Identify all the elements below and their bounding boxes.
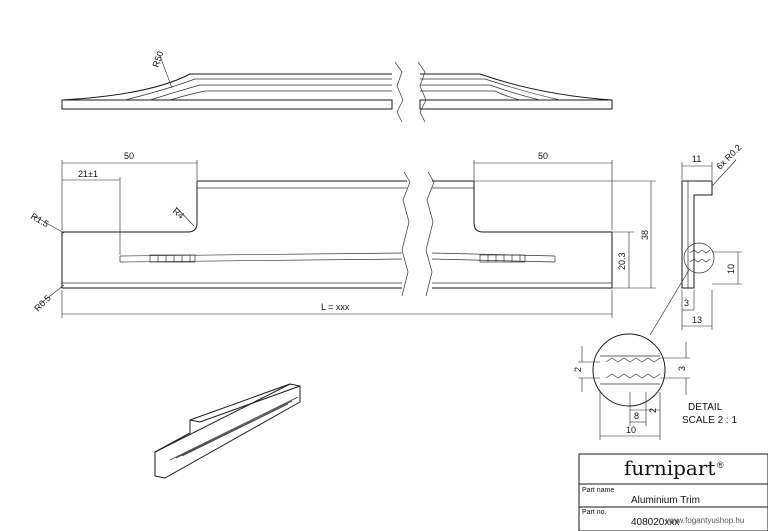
detail-scale: SCALE 2 : 1 (682, 415, 737, 426)
detail-view: 2 3 2 8 10 DETAIL SCALE 2 : 1 (573, 333, 737, 440)
detail-dim-2a: 2 (573, 367, 583, 372)
part-name-value: Aluminium Trim (631, 495, 700, 506)
brand-registered: ® (717, 460, 724, 470)
dim-r15-label: R1.5 (29, 211, 50, 229)
dim-side-11: 11 (692, 154, 701, 164)
dim-side-13: 13 (692, 315, 702, 325)
title-block: furnipart ® Part name Aluminium Trim Par… (578, 453, 768, 531)
dim-length: L = xxx (321, 302, 350, 312)
detail-dim-8: 8 (634, 411, 639, 421)
side-view: 11 6x R0.2 10 3 13 (649, 142, 743, 336)
dim-r50-label: R50 (150, 50, 165, 69)
dim-offset-21: 21±1 (78, 169, 98, 179)
dim-side-3: 3 (684, 298, 689, 308)
part-no-value: 408020xxx (631, 517, 679, 528)
watermark-url: www.fogantyushop.hu (665, 516, 744, 525)
dim-20-3: 20.3 (617, 252, 627, 270)
dim-side-10: 10 (726, 264, 736, 274)
part-no-label: Part no. (582, 509, 607, 516)
front-view: 50 21±1 R4 R1.5 R0.5 50 20.3 38 L = xxx (29, 151, 656, 318)
detail-dim-10: 10 (626, 425, 636, 435)
brand-name: furnipart (624, 456, 715, 480)
detail-dim-2b: 2 (648, 408, 658, 413)
dim-right-50: 50 (538, 151, 548, 161)
top-profile-view: R50 (61, 50, 613, 123)
dim-r4-label: R4 (171, 206, 186, 221)
dim-left-50: 50 (124, 151, 134, 161)
detail-title: DETAIL (688, 402, 723, 413)
isometric-view (154, 383, 301, 479)
dim-6x-r02: 6x R0.2 (714, 142, 743, 171)
detail-dim-3: 3 (677, 366, 687, 371)
part-name-label: Part name (582, 487, 614, 494)
dim-38: 38 (640, 230, 650, 240)
